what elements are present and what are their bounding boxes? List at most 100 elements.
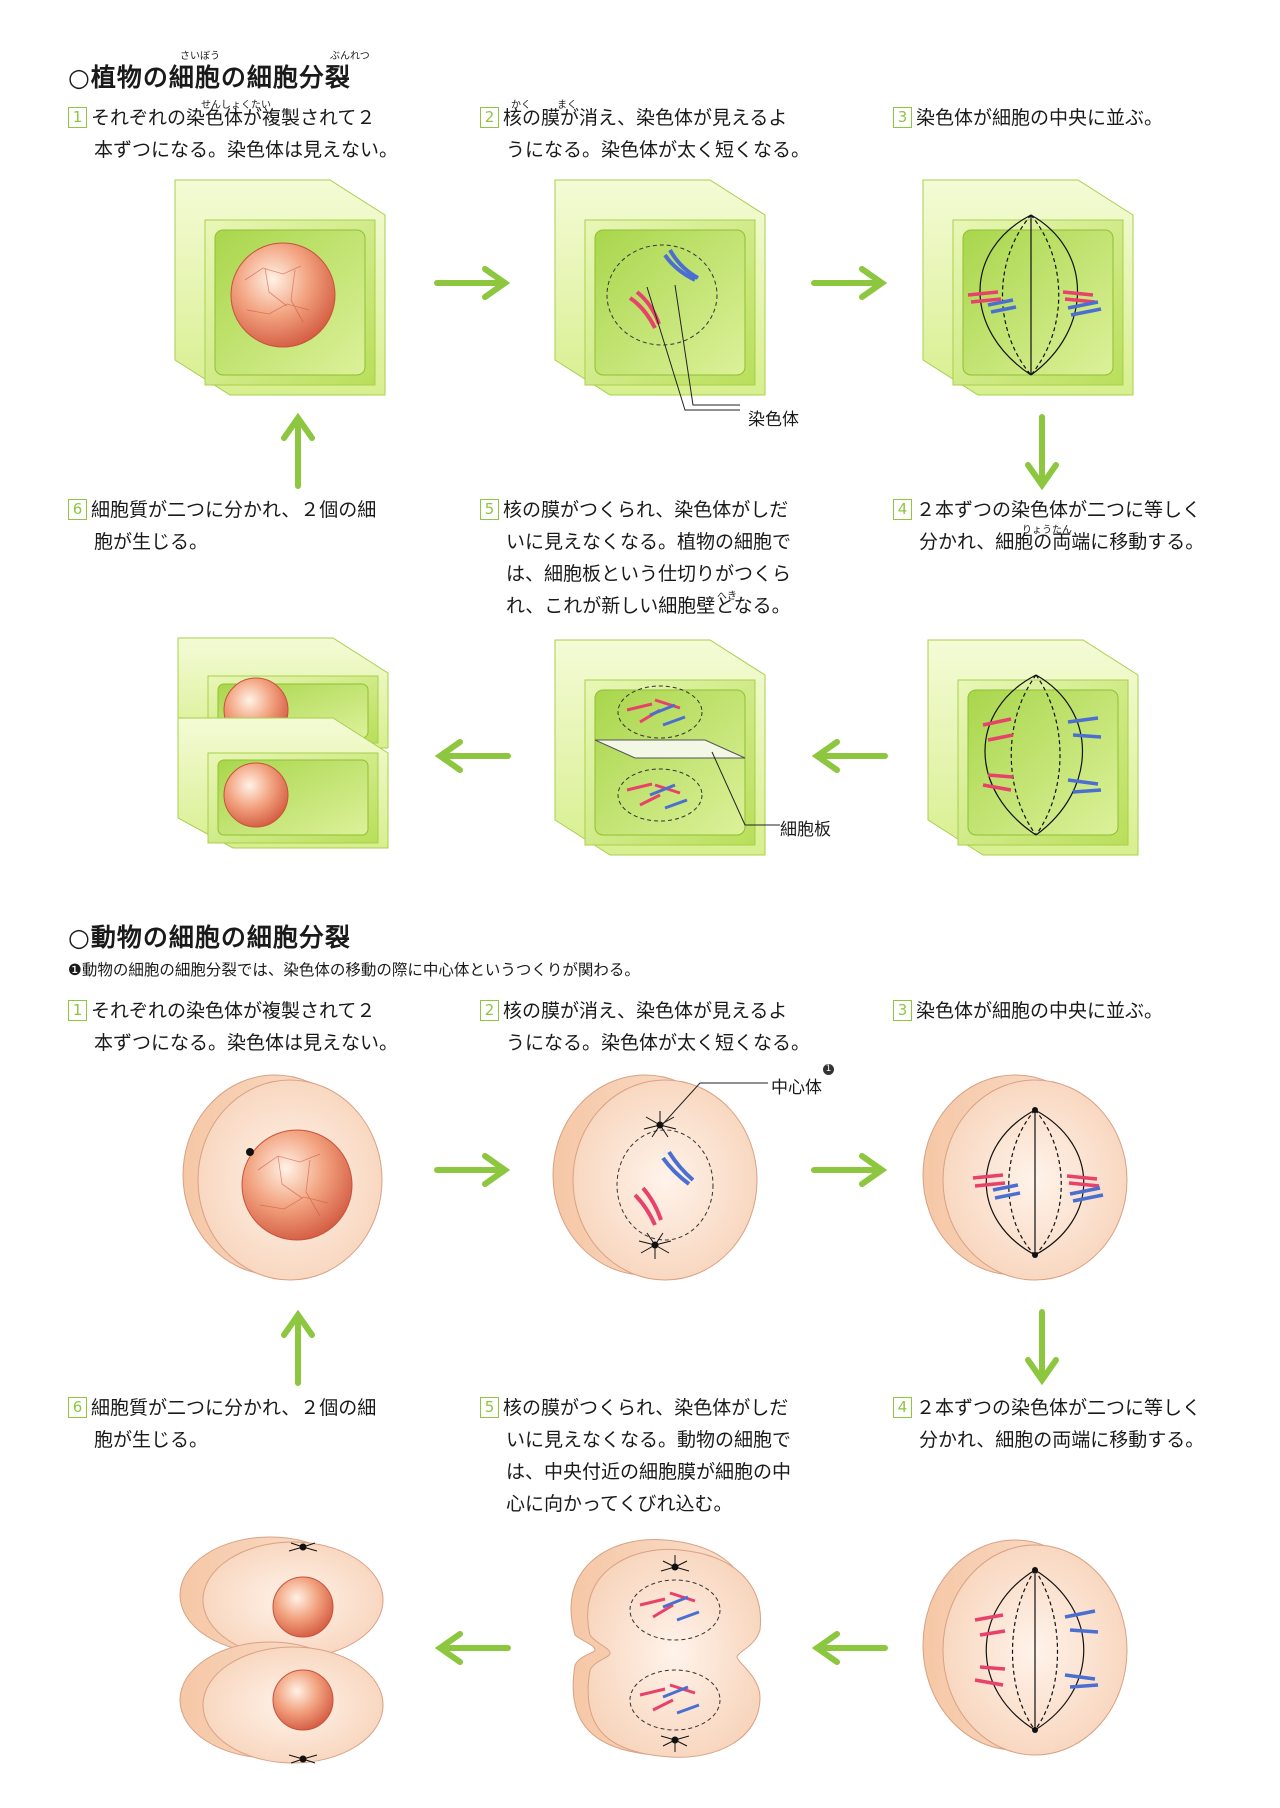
step-line: は、中央付近の細胞膜が細胞の中	[506, 1461, 792, 1483]
ruby-maku: まく	[557, 100, 577, 111]
step-number: 1	[68, 107, 87, 128]
aster-top	[643, 1111, 677, 1138]
step-line: 細胞質が二つに分かれ、２個の細	[91, 499, 377, 521]
ruby-ryoutan: りょうたん	[1022, 525, 1072, 536]
chromosome-red	[967, 290, 1002, 304]
label-centrosome: 中心体	[771, 1078, 822, 1098]
chromosome-blue	[1067, 716, 1102, 739]
plant-cell-stage-6	[177, 637, 389, 849]
chromosome-blue	[663, 249, 699, 282]
spindle	[985, 1569, 1085, 1731]
ruby-bunretsu: ぶんれつ	[330, 51, 370, 62]
arrow-left-2	[434, 1631, 511, 1665]
step-number: 3	[893, 1000, 912, 1021]
step-number: 5	[480, 1397, 499, 1418]
arrow-up	[281, 1309, 315, 1386]
step-number: 4	[893, 1397, 912, 1418]
chromosome-blue	[1067, 300, 1102, 317]
arrow-right-1	[434, 1153, 511, 1187]
plant-cell-stage-1	[174, 179, 386, 396]
spindle	[985, 1109, 1085, 1256]
animal-cell-stage-2	[552, 1074, 758, 1281]
step-line: 核の膜がつくられ、染色体がしだ	[503, 499, 789, 521]
chromosome-blue	[987, 298, 1017, 314]
plant-section-title: ○植物の細胞の細胞分裂	[68, 63, 351, 92]
spindle	[979, 214, 1079, 376]
plant-cell-stage-4	[927, 639, 1139, 856]
step-number: 6	[68, 1397, 87, 1418]
arrow-left-1	[811, 1631, 888, 1665]
animal-footnote: ❶動物の細胞の細胞分裂では、染色体の移動の際に中心体というつくりが関わる。	[68, 961, 640, 979]
step-line: ２本ずつの染色体が二つに等しく	[916, 499, 1202, 521]
step-number: 2	[480, 1000, 499, 1021]
step-line: 分かれ、細胞の両端に移動する。	[919, 531, 1205, 553]
centrosome	[246, 1148, 254, 1156]
step-line: それぞれの染色体が複製されて２	[91, 1000, 376, 1022]
arrow-right-2	[811, 1153, 888, 1187]
aster-bottom	[638, 1232, 672, 1259]
step-line: れ、これが新しい細胞壁となる。	[506, 595, 791, 617]
step-line: 核の膜が消え、染色体が見えるよ	[503, 1000, 788, 1022]
ruby-senshokutai: せんしょくたい	[201, 100, 271, 111]
chromosome-red	[982, 773, 1014, 792]
step-line: 心に向かってくびれ込む。	[506, 1493, 733, 1515]
step-line: 分かれ、細胞の両端に移動する。	[919, 1429, 1205, 1451]
arrow-left-1	[811, 739, 888, 773]
step-line: ２本ずつの染色体が二つに等しく	[916, 1397, 1202, 1419]
step-line: は、細胞板という仕切りがつくら	[506, 563, 792, 585]
step-number: 3	[893, 107, 912, 128]
arrow-up	[281, 412, 315, 489]
arrow-down	[1025, 1309, 1059, 1386]
step-line: 本ずつになる。染色体は見えない。	[94, 1032, 399, 1054]
chromosome-blue	[1067, 778, 1102, 794]
centrosome-pointer-line	[661, 1082, 768, 1126]
nucleus	[230, 242, 336, 348]
step-line: 核の膜が消え、染色体が見えるよ	[503, 107, 788, 129]
animal-cell-stage-5	[570, 1538, 762, 1758]
animal-cell-stage-4	[922, 1539, 1128, 1756]
step-number: 6	[68, 499, 87, 520]
animal-section-title: ○動物の細胞の細胞分裂	[68, 923, 351, 952]
ruby-kaku: かく	[511, 100, 531, 111]
step-number: 4	[893, 499, 912, 520]
step-line: 核の膜がつくられ、染色体がしだ	[503, 1397, 789, 1419]
step-line: いに見えなくなる。動物の細胞で	[506, 1429, 792, 1451]
arrow-left-2	[434, 739, 511, 773]
step-line: 染色体が細胞の中央に並ぶ。	[916, 107, 1164, 129]
label-chromosome: 染色体	[748, 410, 799, 430]
plant-cell-stage-5	[554, 639, 766, 856]
footnote-marker: 1	[823, 1064, 834, 1075]
step-number: 5	[480, 499, 499, 520]
animal-cell-stage-1	[182, 1074, 383, 1281]
step-line: うになる。染色体が太く短くなる。	[506, 139, 811, 161]
chromosome-pointer-lines	[646, 284, 740, 411]
step-line: それぞれの染色体が複製されて２	[91, 107, 376, 129]
arrow-down	[1025, 414, 1059, 491]
plant-cell-stage-2	[554, 179, 766, 396]
step-line: いに見えなくなる。植物の細胞で	[506, 531, 792, 553]
cell-plate-pointer-line	[711, 751, 780, 826]
step-line: うになる。染色体が太く短くなる。	[506, 1032, 811, 1054]
chromosome-red	[1062, 290, 1096, 304]
ruby-saibou: さいぼう	[180, 51, 220, 62]
ruby-heki: へき	[717, 591, 737, 602]
spindle	[984, 674, 1084, 836]
arrow-right-2	[811, 266, 888, 300]
nucleus	[241, 1129, 353, 1241]
step-number: 2	[480, 107, 499, 128]
animal-cell-stage-3	[922, 1074, 1128, 1281]
step-line: 細胞質が二つに分かれ、２個の細	[91, 1397, 377, 1419]
step-line: 胞が生じる。	[94, 1429, 209, 1451]
step-number: 1	[68, 1000, 87, 1021]
label-cell-plate: 細胞板	[780, 820, 831, 840]
